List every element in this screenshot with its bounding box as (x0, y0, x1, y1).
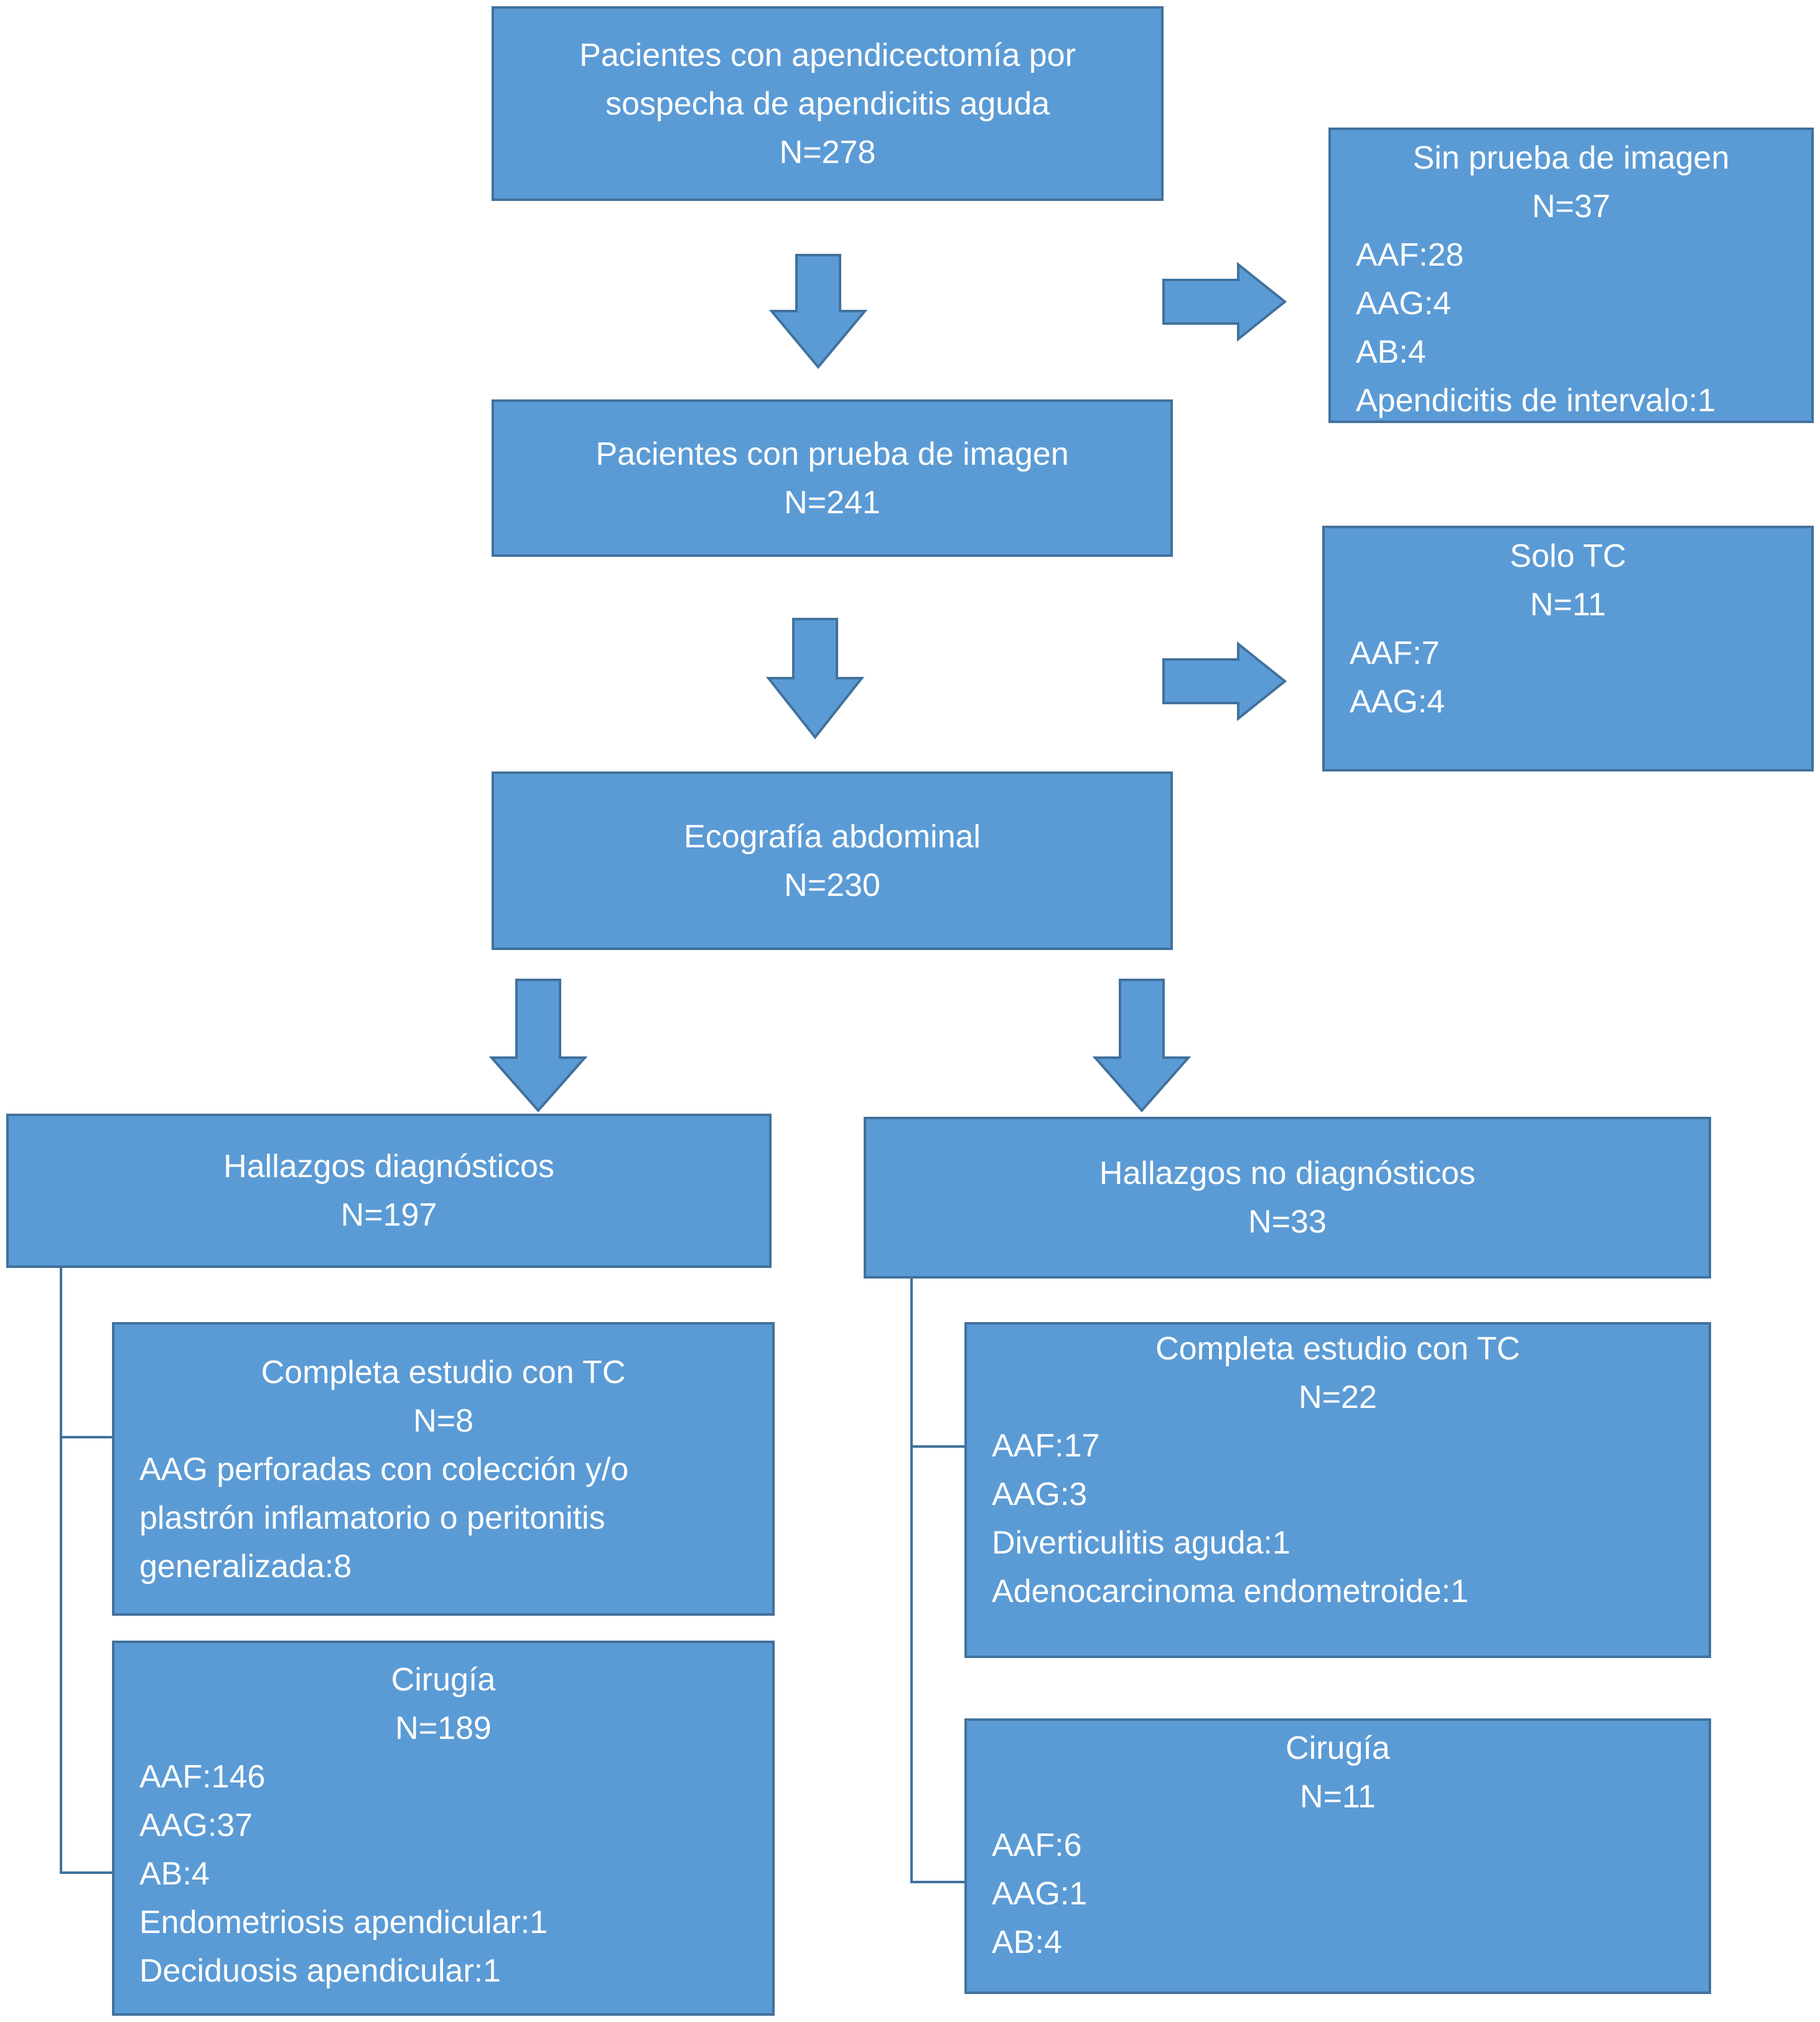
root-line-2: sospecha de apendicitis aguda (605, 85, 1050, 122)
imaging-count: N=241 (784, 484, 880, 521)
box-ct-only: Solo TC N=11 AAF:7 AAG:4 (1322, 526, 1814, 771)
box-non-diagnostic-surgery: Cirugía N=11 AAF:6 AAG:1 AB:4 (964, 1718, 1711, 1994)
root-line-1: Pacientes con apendicectomía por (579, 37, 1076, 73)
diag-surgery-item: AAF:146 (139, 1759, 266, 1795)
non-diagnostic-title: Hallazgos no diagnósticos (1099, 1155, 1476, 1191)
diagnostic-title: Hallazgos diagnósticos (223, 1148, 554, 1185)
diag-surgery-title: Cirugía (391, 1662, 496, 1698)
nondiag-ct-item: Adenocarcinoma endometroide:1 (992, 1573, 1469, 1610)
box-diagnostic-surgery: Cirugía N=189 AAF:146 AAG:37 AB:4 Endome… (112, 1641, 775, 2016)
nondiag-surgery-item: AAG:1 (992, 1876, 1088, 1912)
non-diagnostic-count: N=33 (1248, 1204, 1327, 1240)
ct-only-title: Solo TC (1510, 538, 1626, 574)
right-arrow-1 (1162, 261, 1287, 342)
nondiag-surgery-item: AAF:6 (992, 1827, 1082, 1863)
box-non-diagnostic-findings: Hallazgos no diagnósticos N=33 (864, 1117, 1711, 1279)
nondiag-ct-title: Completa estudio con TC (1155, 1331, 1520, 1367)
right-arrow-2 (1162, 641, 1287, 722)
imaging-title: Pacientes con prueba de imagen (595, 436, 1069, 472)
right-branch-line (910, 1279, 964, 1883)
nondiag-ct-count: N=22 (1299, 1379, 1377, 1415)
root-count: N=278 (779, 134, 876, 170)
ct-only-item: AAG:4 (1350, 684, 1445, 720)
down-arrow-4 (1092, 979, 1192, 1113)
box-diagnostic-findings: Hallazgos diagnósticos N=197 (6, 1114, 772, 1268)
ultrasound-title: Ecografía abdominal (684, 818, 981, 855)
diag-surgery-item: AAG:37 (139, 1807, 253, 1843)
diag-surgery-count: N=189 (395, 1710, 492, 1746)
box-no-imaging: Sin prueba de imagen N=37 AAF:28 AAG:4 A… (1328, 128, 1814, 423)
ultrasound-count: N=230 (784, 867, 880, 903)
ct-only-item: AAF:7 (1350, 635, 1440, 671)
nondiag-ct-item: AAG:3 (992, 1476, 1088, 1512)
diagnostic-count: N=197 (340, 1197, 437, 1233)
down-arrow-2 (765, 618, 865, 740)
nondiag-ct-item: AAF:17 (992, 1428, 1100, 1464)
no-imaging-item: Apendicitis de intervalo:1 (1356, 383, 1716, 419)
nondiag-ct-item: Diverticulitis aguda:1 (992, 1525, 1290, 1561)
diag-surgery-item: AB:4 (139, 1856, 210, 1892)
down-arrow-3 (488, 979, 588, 1113)
no-imaging-item: AAG:4 (1356, 286, 1452, 322)
diag-surgery-item: Endometriosis apendicular:1 (139, 1904, 548, 1940)
box-ultrasound: Ecografía abdominal N=230 (492, 771, 1173, 950)
nondiag-surgery-count: N=11 (1300, 1779, 1376, 1815)
diag-ct-title: Completa estudio con TC (261, 1354, 626, 1391)
box-total-patients: Pacientes con apendicectomía por sospech… (492, 6, 1164, 201)
left-branch-line (60, 1268, 112, 1874)
no-imaging-count: N=37 (1532, 189, 1610, 225)
box-imaging: Pacientes con prueba de imagen N=241 (492, 399, 1173, 557)
diag-ct-count: N=8 (413, 1403, 474, 1439)
no-imaging-title: Sin prueba de imagen (1412, 140, 1730, 176)
no-imaging-item: AAF:28 (1356, 237, 1464, 273)
box-diagnostic-ct: Completa estudio con TC N=8 AAG perforad… (112, 1322, 775, 1616)
no-imaging-item: AB:4 (1356, 334, 1426, 370)
diag-surgery-item: Deciduosis apendicular:1 (139, 1953, 502, 1989)
down-arrow-1 (768, 254, 868, 370)
nondiag-surgery-item: AB:4 (992, 1924, 1062, 1960)
diag-ct-text: AAG perforadas con colección y/o plastró… (139, 1451, 629, 1585)
box-non-diagnostic-ct: Completa estudio con TC N=22 AAF:17 AAG:… (964, 1322, 1711, 1658)
ct-only-count: N=11 (1530, 587, 1606, 623)
nondiag-surgery-title: Cirugía (1286, 1730, 1390, 1766)
